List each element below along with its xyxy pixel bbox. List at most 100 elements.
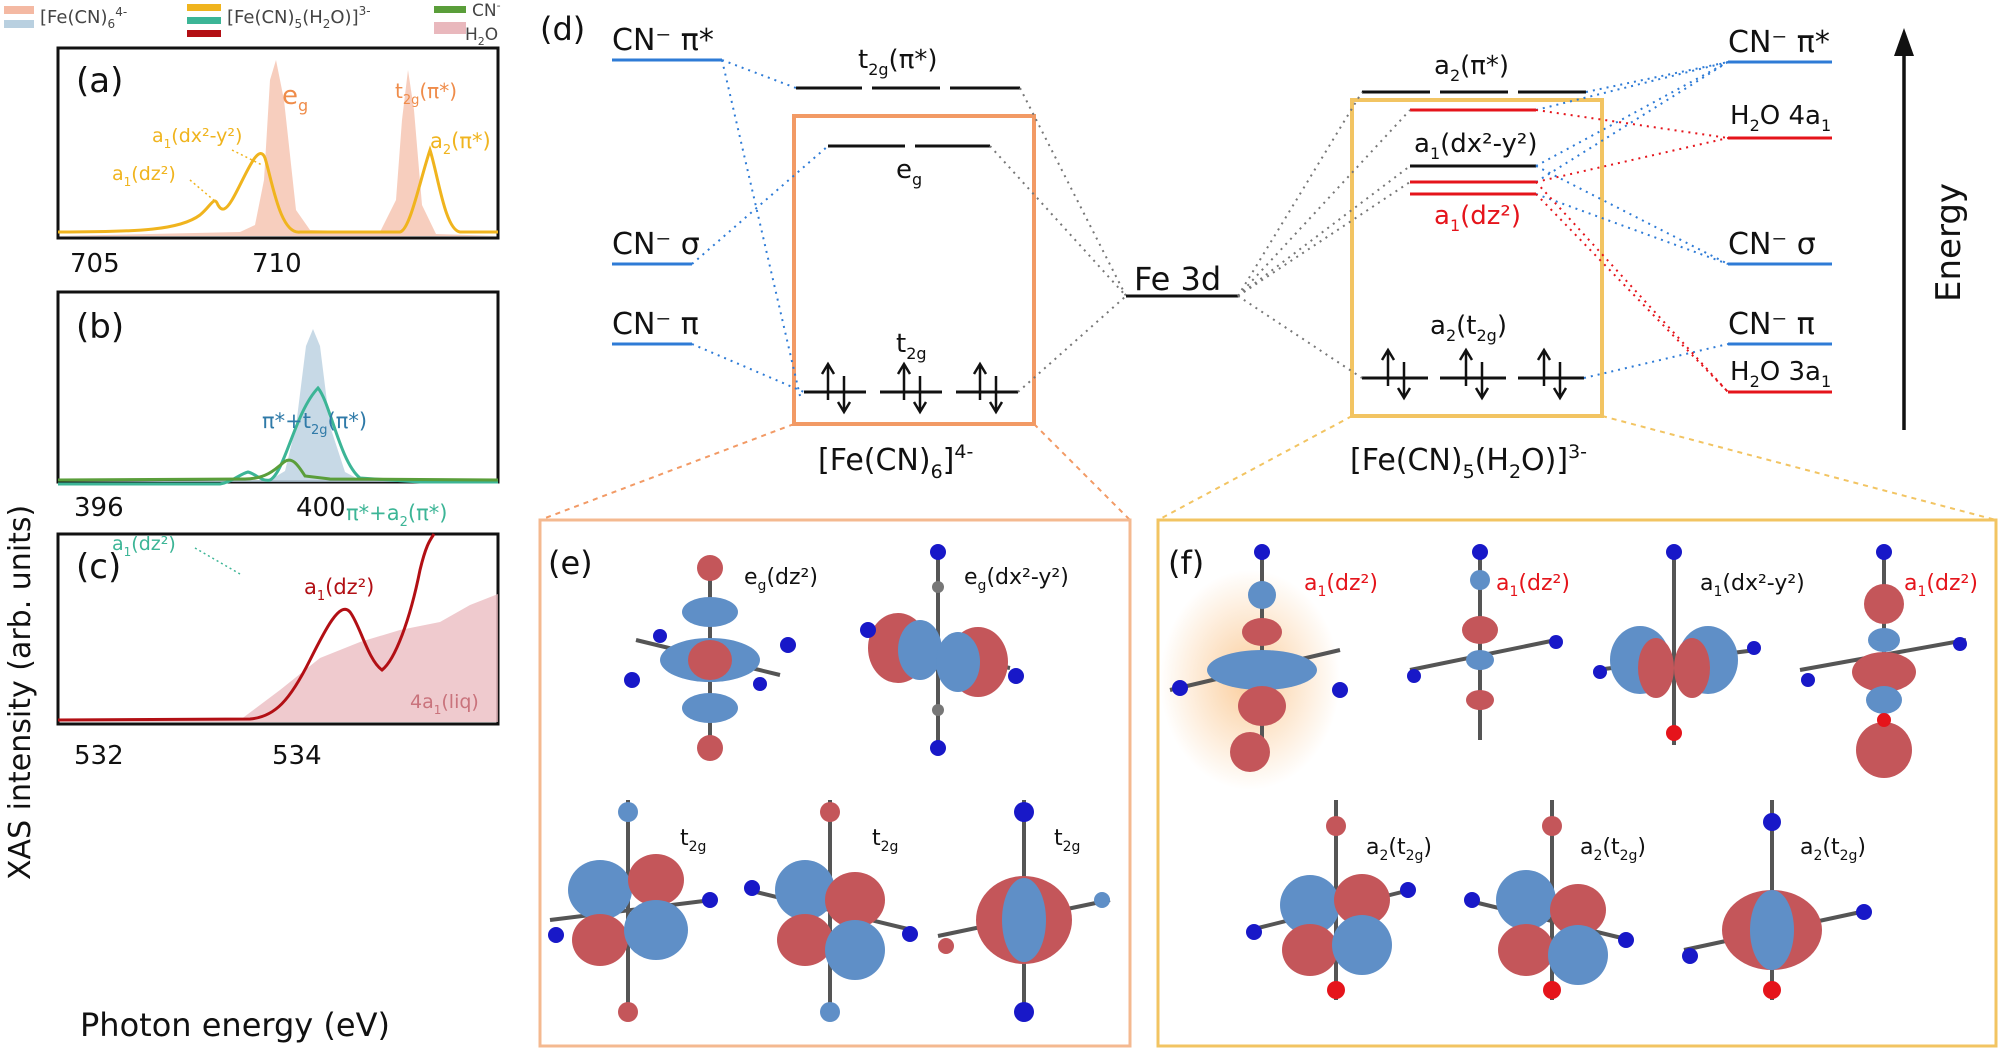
panel-a-fe6-fill — [58, 60, 498, 236]
energy-arrow-head — [1894, 28, 1914, 56]
panel-c-fe5-curve — [57, 533, 436, 722]
panel-a-a2-pi: a2(π*) — [430, 129, 491, 158]
orbital-t2g-2-label: t2g — [872, 826, 898, 855]
panel-f-frame — [1156, 518, 1998, 1048]
guide-orange-right — [1033, 423, 1131, 521]
orbital-f5 — [1246, 800, 1416, 1000]
orbital-f6-label: a2(t2g) — [1580, 835, 1646, 864]
panel-a-leader-2 — [189, 179, 217, 203]
box-fe6 — [792, 114, 1036, 426]
panel-a-tick-710: 710 — [252, 249, 302, 279]
panel-b: (b) π*+t2g(π*) π*+a2(π*) a1(dz²) 396 400 — [56, 290, 500, 575]
panel-c-label: (c) — [76, 547, 121, 587]
orbital-eg-dz2 — [624, 555, 796, 761]
orbital-f7-label: a2(t2g) — [1800, 835, 1866, 864]
fe6-t2g-pi-text: t2g(π*) — [858, 45, 938, 79]
panel-e: (e) eg(dz²) — [538, 518, 1132, 1048]
fe5-electron-pairs — [1380, 347, 1568, 401]
panel-a-tick-705: 705 — [70, 249, 120, 279]
orbital-f3-label: a1(dx²-y²) — [1700, 571, 1805, 600]
legend-cn: CN- — [472, 0, 501, 21]
fe6-electron-pairs — [820, 361, 1004, 415]
left-cn-pistar: CN⁻ π* — [612, 23, 714, 58]
fe6-eg-text: eg — [896, 155, 922, 189]
orbital-t2g-2 — [744, 800, 918, 1022]
orbital-t2g-1 — [548, 800, 718, 1022]
panel-b-fe6-fill — [58, 329, 498, 482]
panel-c-tick-534: 534 — [272, 741, 322, 771]
panel-a-leader-1 — [231, 149, 263, 166]
guide-yellow-right — [1601, 415, 1997, 521]
legend: [Fe(CN)64- [Fe(CN)5(H2O)]3- CN- H2O — [4, 0, 501, 48]
orbital-eg-dx2y2-label: eg(dx²-y²) — [964, 565, 1069, 594]
fe5-complex-label: [Fe(CN)5(H2O)]3- — [1350, 441, 1587, 483]
legend-swatch-fe5-yellow — [187, 4, 221, 11]
orbital-f6 — [1464, 800, 1634, 1000]
panel-b-leader — [194, 547, 241, 575]
panel-b-tick-396: 396 — [74, 493, 124, 523]
right-h2o-4a1: H2O 4a1 — [1730, 101, 1831, 135]
panel-b-tick-400: 400 — [296, 493, 346, 523]
fe3d-text: Fe 3d — [1134, 260, 1221, 298]
legend-swatch-fe6-orange — [4, 6, 34, 14]
legend-swatch-fe6-blue — [4, 20, 34, 28]
x-axis-label: Photon energy (eV) — [80, 1006, 390, 1044]
legend-swatch-fe5-green — [187, 17, 221, 24]
orbital-f2 — [1407, 544, 1563, 740]
orbital-t2g-3-label: t2g — [1054, 826, 1080, 855]
guide-orange-left — [539, 423, 795, 521]
right-connections-ligand — [1535, 61, 1729, 393]
right-cn-sigma: CN⁻ σ — [1728, 227, 1816, 262]
left-cn-pi: CN⁻ π — [612, 307, 699, 342]
panel-f: (f) a1(dz²) a1(dz²) — [1156, 518, 1998, 1048]
orbital-f4 — [1799, 544, 1967, 778]
orbital-f3 — [1593, 544, 1761, 745]
orbital-f2-label: a1(dz²) — [1496, 571, 1570, 600]
legend-fe6: [Fe(CN)64- — [40, 5, 127, 31]
orbital-f5-label: a2(t2g) — [1366, 835, 1432, 864]
legend-h2o: H2O — [465, 25, 498, 48]
panel-c-tick-532: 532 — [74, 741, 124, 771]
panel-c: (c) a1(dz²) 4a1(liq) 532 534 — [56, 532, 500, 771]
panel-b-a1-dz2: a1(dz²) — [112, 533, 176, 559]
right-cn-pistar: CN⁻ π* — [1728, 25, 1830, 60]
fe5-a2pi-text: a2(π*) — [1434, 51, 1509, 85]
panel-b-fe5-curve — [58, 385, 498, 486]
panel-a-fe5-curve — [57, 145, 498, 234]
panel-e-frame — [538, 518, 1132, 1048]
panel-a-a1-dx2y2: a1(dx²-y²) — [152, 125, 242, 151]
orbital-f7 — [1682, 800, 1872, 1000]
fe6-complex-label: [Fe(CN)6]4- — [818, 441, 973, 483]
panel-d: (d) CN⁻ π* CN⁻ σ CN⁻ π t2g(π*) eg t2g [F… — [539, 10, 1997, 521]
panel-a-a1-dz2: a1(dz²) — [112, 163, 176, 189]
legend-swatch-h2o — [434, 22, 466, 34]
left-cn-sigma: CN⁻ σ — [612, 227, 700, 262]
panel-b-pi-a2: π*+a2(π*) — [346, 501, 447, 530]
fe6-t2g-text: t2g — [896, 329, 927, 363]
box-fe5h2o — [1350, 98, 1604, 418]
panel-f-label: (f) — [1168, 544, 1204, 582]
panel-c-h2o-fill — [58, 594, 498, 722]
orbital-eg-dx2y2 — [860, 544, 1024, 756]
panel-a-label: (a) — [76, 61, 123, 101]
panel-b-cn-curve — [57, 458, 499, 482]
panel-c-liq: 4a1(liq) — [410, 691, 479, 717]
orbital-t2g-1-label: t2g — [680, 826, 706, 855]
left-connections — [691, 59, 1127, 397]
y-axis-label: XAS intensity (arb. units) — [3, 505, 38, 880]
orbital-f1 — [1169, 544, 1348, 772]
panel-a-t2g-pi: t2g(π*) — [395, 79, 457, 108]
orbital-f4-label: a1(dz²) — [1904, 571, 1978, 600]
fe5-a2-t2g-text: a2(t2g) — [1430, 311, 1507, 345]
orbital-t2g-3 — [937, 800, 1111, 1022]
legend-swatch-cn — [434, 6, 466, 13]
energy-label: Energy — [1929, 183, 1969, 302]
fe5-a1-dx2y2-text: a1(dx²-y²) — [1414, 129, 1537, 163]
panel-a-frame — [56, 46, 500, 240]
orbital-eg-dz2-label: eg(dz²) — [744, 565, 818, 594]
guide-yellow-left — [1157, 415, 1353, 521]
orbital-f1-label: a1(dz²) — [1304, 571, 1378, 600]
right-cn-pi: CN⁻ π — [1728, 307, 1815, 342]
panel-a: (a) eg t2g(π*) a1(dx²-y²) a1(dz²) a2(π*)… — [56, 46, 500, 279]
